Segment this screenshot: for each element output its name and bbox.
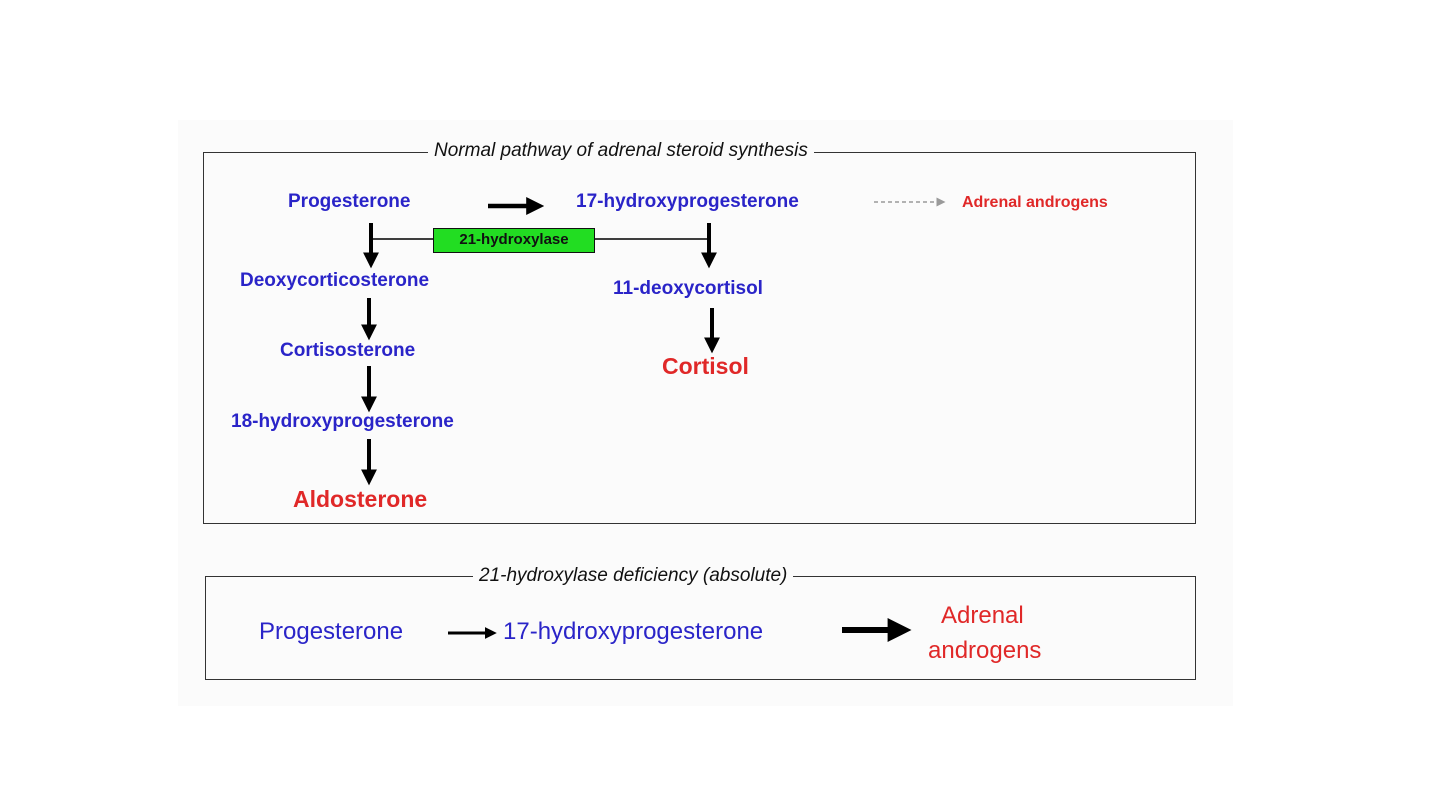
label-adrenal-androgens: Adrenal androgens [962,194,1108,211]
label-def-progesterone: Progesterone [259,618,404,645]
label-def-adrenal: Adrenal [941,602,1024,629]
label-def-androgens: androgens [928,637,1042,664]
enzyme-21-hydroxylase-box: 21-hydroxylase [433,228,595,253]
label-aldosterone: Aldosterone [293,486,428,512]
label-17-hydroxyprogesterone: 17-hydroxyprogesterone [576,191,799,212]
label-18-hydroxyprogesterone: 18-hydroxyprogesterone [231,411,454,432]
label-cortisosterone: Cortisosterone [280,340,416,361]
label-cortisol: Cortisol [662,353,749,379]
deficiency-title: 21-hydroxylase deficiency (absolute) [473,565,794,587]
label-progesterone: Progesterone [288,191,411,212]
label-def-17-hydroxyprogesterone: 17-hydroxyprogesterone [503,618,764,645]
figure-background [178,120,1233,706]
normal-pathway-title: Normal pathway of adrenal steroid synthe… [428,140,814,162]
label-deoxycorticosterone: Deoxycorticosterone [240,270,430,291]
label-11-deoxycortisol: 11-deoxycortisol [613,278,763,299]
